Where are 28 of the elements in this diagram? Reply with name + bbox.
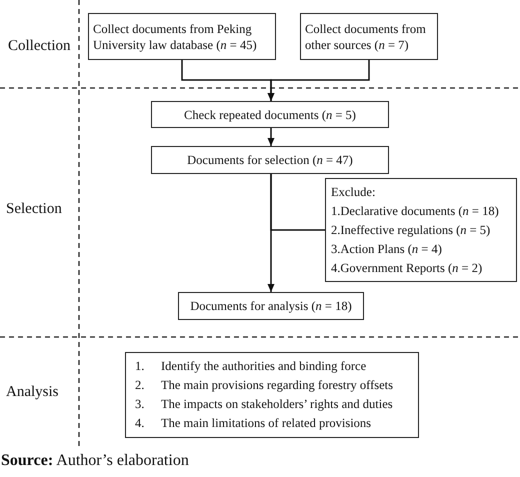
list-item: 1.Declarative documents (n = 18)	[331, 202, 500, 220]
caption-text: Source: Author’s elaboration	[1, 452, 189, 470]
exclusion-box	[325, 178, 517, 282]
list-item: 4.Government Reports (n = 2)	[331, 260, 484, 277]
connector-line	[270, 174, 325, 231]
list-item: 3.Action Plans (n = 4)	[331, 240, 443, 258]
box-text: Check repeated documents (n = 5)	[183, 106, 357, 122]
box-text: Collect documents from Peking University law database (n = 45)	[93, 20, 258, 52]
process-box	[88, 13, 276, 60]
list-item: 4. The main limitations of related provisions	[135, 415, 372, 432]
box-text: Documents for selection (n = 47)	[186, 152, 354, 168]
box-text: Documents for analysis (n = 18)	[189, 298, 353, 314]
process-box	[178, 292, 364, 320]
process-box	[300, 13, 438, 60]
section-label: Collection	[8, 38, 70, 55]
section-label: Analysis	[6, 384, 58, 401]
box-text: Collect documents from other sources (n = 7)	[305, 20, 427, 52]
list-item: 1. Identify the authorities and binding force	[135, 358, 368, 375]
list-box	[125, 352, 419, 438]
box-heading: Exclude:	[331, 184, 376, 200]
arrow	[268, 60, 370, 101]
list-item: 2.Ineffective regulations (n = 5)	[331, 222, 492, 239]
section-label: Selection	[6, 201, 62, 218]
process-box	[151, 146, 389, 174]
list-item: 3. The impacts on stakeholders’ rights and duties	[135, 396, 394, 413]
arrow	[268, 128, 274, 146]
process-box	[151, 101, 389, 128]
list-item: 2. The main provisions regarding forestry offsets	[135, 377, 394, 394]
